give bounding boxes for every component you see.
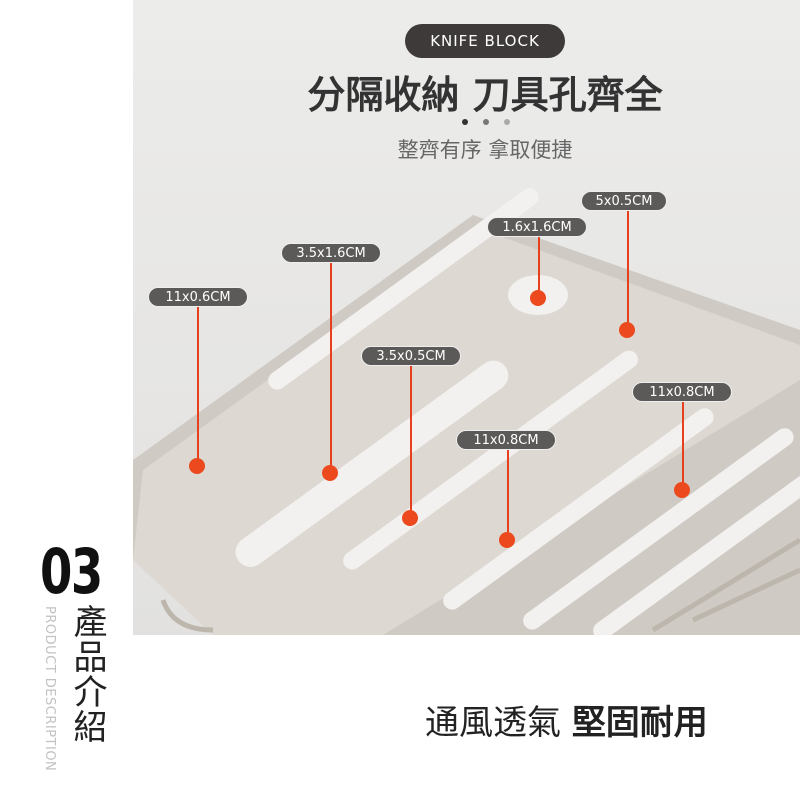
callout-line	[538, 237, 540, 298]
callout-dot	[619, 322, 635, 338]
dimension-label: 11x0.6CM	[148, 287, 248, 307]
dimension-label: 3.5x0.5CM	[361, 346, 461, 366]
callout-dot	[322, 465, 338, 481]
dot-icon	[462, 119, 468, 125]
subheadline: 整齊有序 拿取便捷	[397, 138, 573, 162]
tagline-bold: 堅固耐用	[571, 703, 708, 743]
dimension-label: 11x0.8CM	[456, 430, 556, 450]
callout-dot	[530, 290, 546, 306]
dot-icon	[504, 119, 510, 125]
knife-block-badge: KNIFE BLOCK	[405, 24, 565, 58]
dimension-label: 11x0.8CM	[632, 382, 732, 402]
section-english-title: PRODUCT DESCRIPTION	[42, 606, 57, 772]
callout-line	[410, 366, 412, 518]
callout-line	[330, 263, 332, 473]
callout-line	[682, 402, 684, 490]
callout-line	[627, 211, 629, 330]
callout-line	[197, 306, 199, 466]
dot-icon	[483, 119, 489, 125]
decorative-dots	[462, 119, 510, 125]
section-title: 產品介紹	[67, 604, 107, 744]
section-number: 03	[40, 535, 103, 608]
dimension-label: 1.6x1.6CM	[487, 217, 587, 237]
footer-tagline: 通風透氣 堅固耐用	[425, 695, 708, 744]
dimension-label: 5x0.5CM	[581, 191, 667, 211]
callout-dot	[674, 482, 690, 498]
callout-dot	[189, 458, 205, 474]
dimension-label: 3.5x1.6CM	[281, 243, 381, 263]
callout-line	[507, 450, 509, 540]
callout-dot	[499, 532, 515, 548]
headline: 分隔收納 刀具孔齊全	[307, 73, 663, 117]
tagline-regular: 通風透氣	[425, 703, 561, 743]
callout-dot	[402, 510, 418, 526]
